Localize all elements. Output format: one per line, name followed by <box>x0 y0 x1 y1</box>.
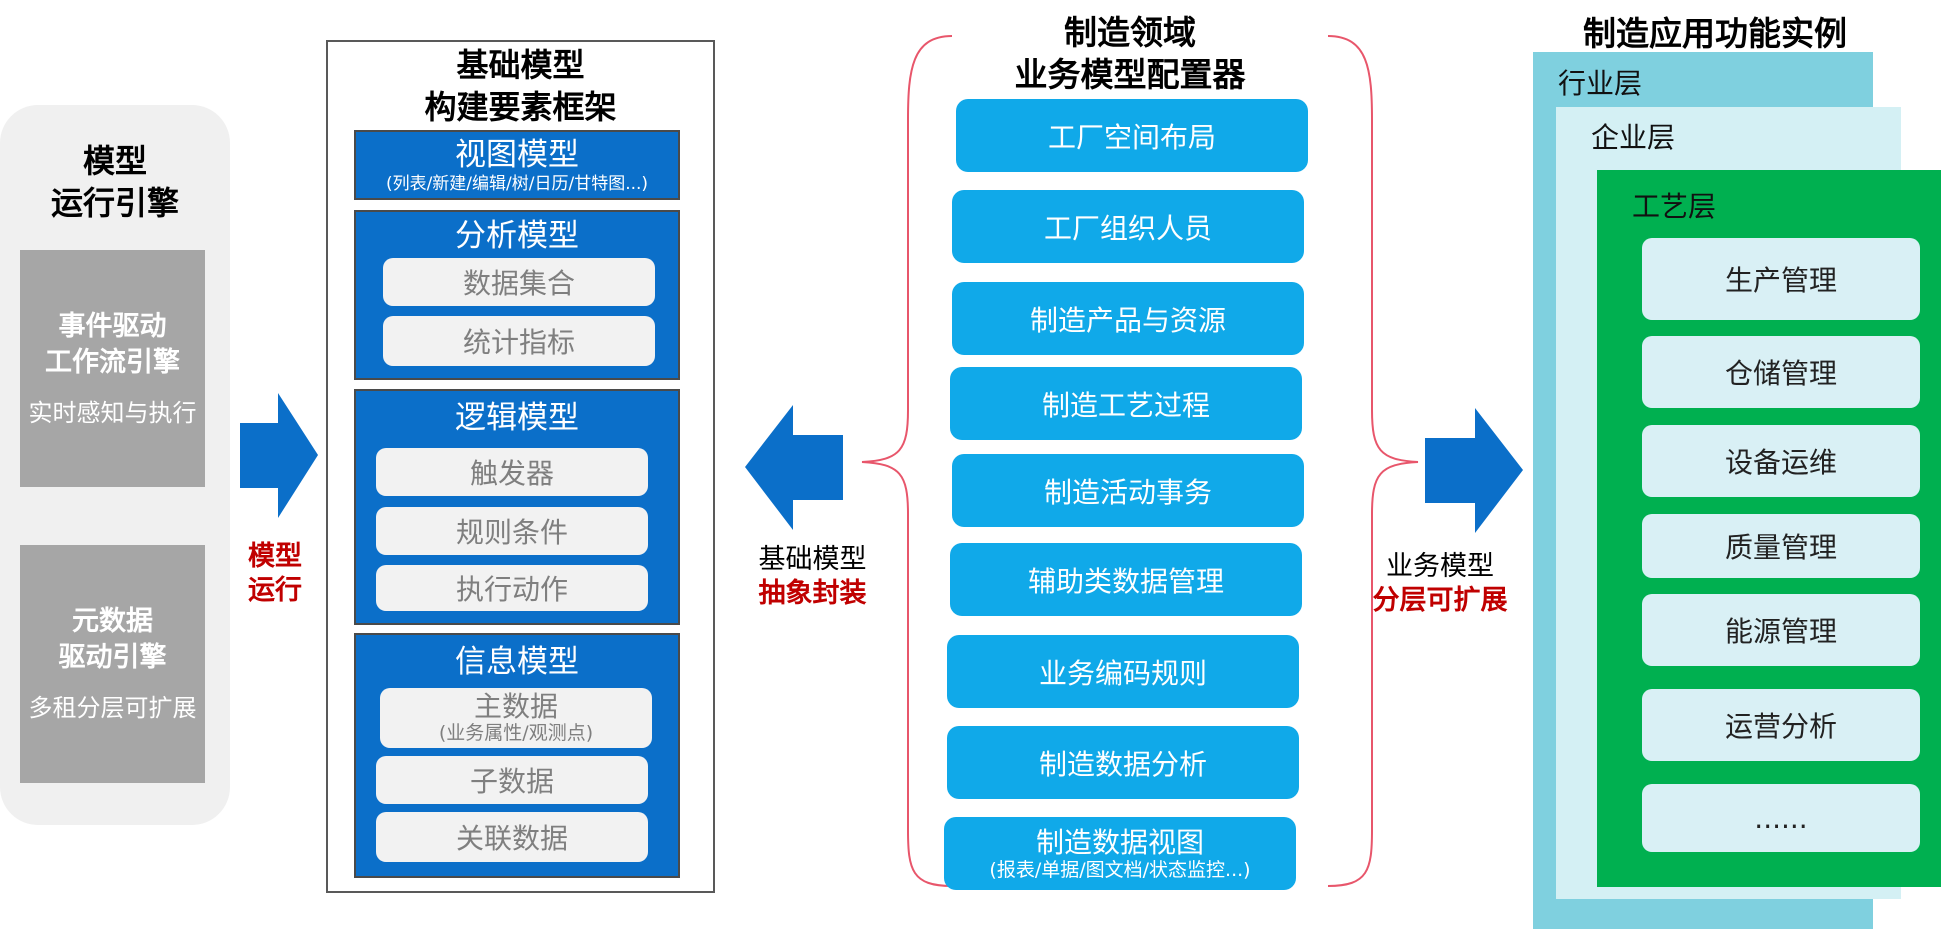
app-item-quality: 质量管理 <box>1642 514 1920 578</box>
metadata-engine-line2: 驱动引擎 <box>58 642 167 673</box>
info-item-sub-data: 子数据 <box>376 756 648 804</box>
view-model-title: 视图模型 <box>455 137 579 173</box>
arrow-label-line1: 模型 <box>248 541 302 572</box>
arrow-mid-line2: 抽象封装 <box>758 578 867 609</box>
logic-item-trigger: 触发器 <box>376 448 648 496</box>
arrow-label-line2: 运行 <box>248 575 302 606</box>
arrow-mid-line1: 基础模型 <box>758 544 867 575</box>
master-data-sub: (业务属性/观测点) <box>438 722 594 744</box>
master-data-label: 主数据 <box>473 690 558 723</box>
configurator-title-line2: 业务模型配置器 <box>1014 55 1246 94</box>
configurator-brace <box>861 35 1419 887</box>
app-item-operations: 运营分析 <box>1642 689 1920 761</box>
config-item-org-staff: 工厂组织人员 <box>952 190 1304 263</box>
logic-model-title: 逻辑模型 <box>455 400 579 436</box>
config-item-activities: 制造活动事务 <box>952 454 1304 527</box>
app-item-energy: 能源管理 <box>1642 594 1920 666</box>
config-item-process: 制造工艺过程 <box>950 367 1302 440</box>
arrow-right-line2: 分层可扩展 <box>1372 585 1508 616</box>
analysis-item-metric: 统计指标 <box>383 316 655 366</box>
metadata-engine-box: 元数据 驱动引擎 多租分层可扩展 <box>20 545 205 783</box>
data-view-label: 制造数据视图 <box>1035 825 1204 859</box>
framework-title-line2: 构建要素框架 <box>424 88 617 126</box>
info-item-related-data: 关联数据 <box>376 812 648 862</box>
config-item-aux-data: 辅助类数据管理 <box>950 543 1302 616</box>
config-item-products-resources: 制造产品与资源 <box>952 282 1304 355</box>
metadata-engine-desc: 多租分层可扩展 <box>28 694 197 722</box>
process-layer-label: 工艺层 <box>1632 190 1717 223</box>
framework-title-line1: 基础模型 <box>456 46 585 84</box>
arrow-label-layered: 业务模型 分层可扩展 <box>1360 550 1520 618</box>
analysis-model-title: 分析模型 <box>455 218 579 254</box>
industry-layer-label: 行业层 <box>1558 67 1643 100</box>
event-engine-line2: 工作流引擎 <box>45 346 180 378</box>
config-item-factory-layout: 工厂空间布局 <box>956 99 1308 172</box>
arrow-label-abstract: 基础模型 抽象封装 <box>745 543 880 611</box>
engine-title-line1: 模型 <box>82 142 147 180</box>
config-item-data-view: 制造数据视图 (报表/单据/图文档/状态监控...) <box>944 817 1296 890</box>
metadata-engine-line1: 元数据 <box>72 606 153 637</box>
info-item-master-data: 主数据 (业务属性/观测点) <box>380 688 652 748</box>
app-item-warehouse: 仓储管理 <box>1642 336 1920 408</box>
right-arrow-icon <box>240 393 318 518</box>
config-item-data-analysis: 制造数据分析 <box>947 726 1299 799</box>
right-arrow-icon-2 <box>1425 408 1523 533</box>
app-item-more: ...... <box>1642 784 1920 852</box>
data-view-sub: (报表/单据/图文档/状态监控...) <box>989 858 1251 881</box>
info-model-title: 信息模型 <box>455 644 579 680</box>
enterprise-layer-label: 企业层 <box>1591 121 1676 154</box>
analysis-item-dataset: 数据集合 <box>383 258 655 306</box>
app-item-production: 生产管理 <box>1642 238 1920 320</box>
event-engine-line1: 事件驱动 <box>58 310 167 342</box>
view-model-block: 视图模型 (列表/新建/编辑/树/日历/甘特图...) <box>354 130 680 200</box>
apps-title: 制造应用功能实例 <box>1583 14 1847 53</box>
config-item-coding-rules: 业务编码规则 <box>947 635 1299 708</box>
arrow-right-line1: 业务模型 <box>1386 551 1494 582</box>
app-item-equipment: 设备运维 <box>1642 425 1920 497</box>
engine-title-line2: 运行引擎 <box>50 184 179 222</box>
arrow-label-model-run: 模型 运行 <box>235 540 315 608</box>
logic-item-action: 执行动作 <box>376 565 648 611</box>
configurator-title-line1: 制造领域 <box>1064 13 1196 52</box>
view-model-subtitle: (列表/新建/编辑/树/日历/甘特图...) <box>385 174 649 194</box>
left-arrow-icon <box>745 405 843 530</box>
event-workflow-engine-box: 事件驱动 工作流引擎 实时感知与执行 <box>20 250 205 487</box>
logic-item-rule: 规则条件 <box>376 507 648 555</box>
event-engine-desc: 实时感知与执行 <box>28 398 197 427</box>
